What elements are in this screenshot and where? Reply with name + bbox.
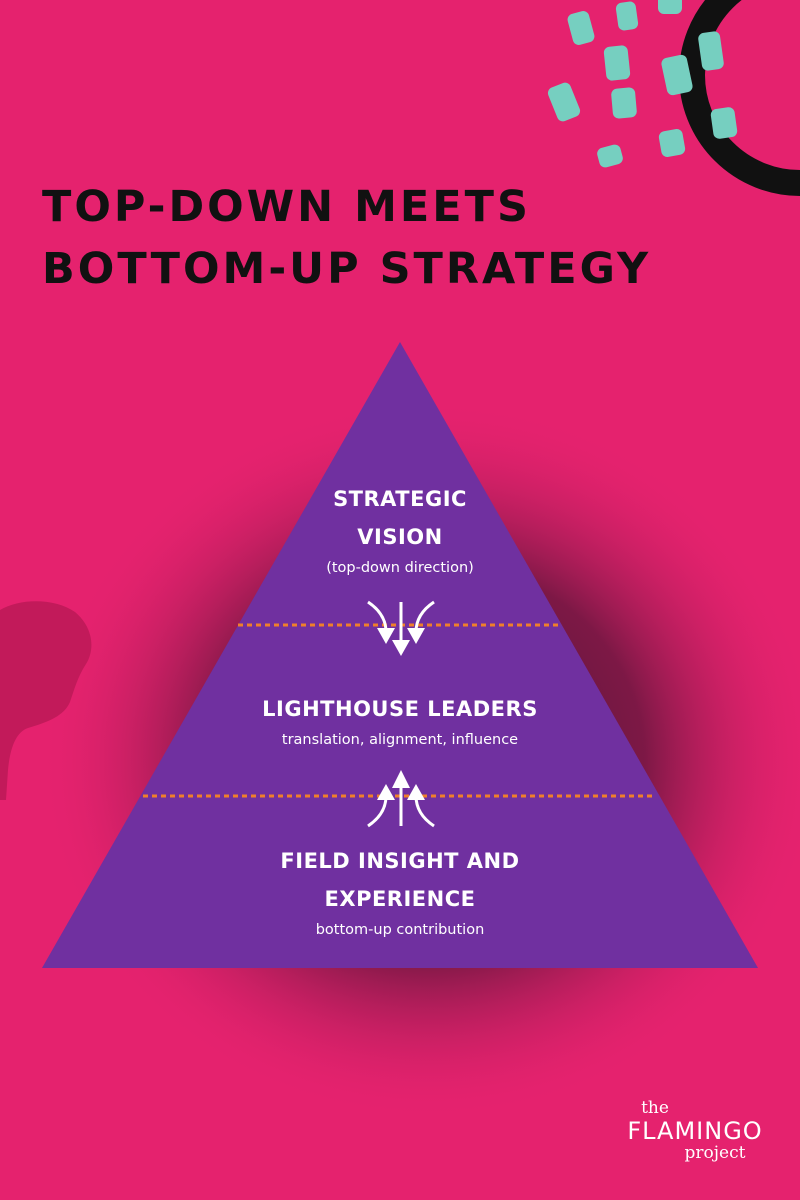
pyramid-layer-field-insight: FIELD INSIGHT AND EXPERIENCE bottom-up c…	[220, 842, 580, 942]
diverging-up-arrows-icon	[367, 770, 435, 828]
brand-the: the	[641, 1098, 669, 1118]
layer-subtitle: bottom-up contribution	[315, 922, 485, 938]
title-line-2: BOTTOM-UP STRATEGY	[42, 244, 652, 294]
page-title: TOP-DOWN MEETS BOTTOM-UP STRATEGY	[42, 176, 742, 300]
layer-heading-line-2: EXPERIENCE	[324, 887, 476, 911]
layer-heading-line-1: STRATEGIC	[333, 487, 467, 511]
layer-heading-line-2: VISION	[357, 525, 443, 549]
brand-logo: the FLAMINGO project	[610, 1100, 780, 1162]
title-line-1: TOP-DOWN MEETS	[42, 182, 531, 232]
layer-heading-line-1: FIELD INSIGHT AND	[280, 849, 520, 873]
layer-subtitle: (top-down direction)	[326, 560, 474, 576]
layer-heading: LIGHTHOUSE LEADERS	[262, 697, 538, 721]
layer-subtitle: translation, alignment, influence	[281, 732, 519, 748]
brand-project: project	[684, 1143, 746, 1163]
flamingo-silhouette-icon	[0, 601, 92, 800]
converging-down-arrows-icon	[367, 600, 435, 656]
pyramid-triangle	[42, 342, 758, 968]
brand-name: FLAMINGO	[627, 1117, 763, 1145]
teal-dashes-decoration	[547, 0, 738, 168]
pyramid-layer-lighthouse-leaders: LIGHTHOUSE LEADERS translation, alignmen…	[200, 690, 600, 752]
ring-decoration	[679, 0, 800, 196]
pyramid-layer-strategic-vision: STRATEGIC VISION (top-down direction)	[240, 480, 560, 580]
